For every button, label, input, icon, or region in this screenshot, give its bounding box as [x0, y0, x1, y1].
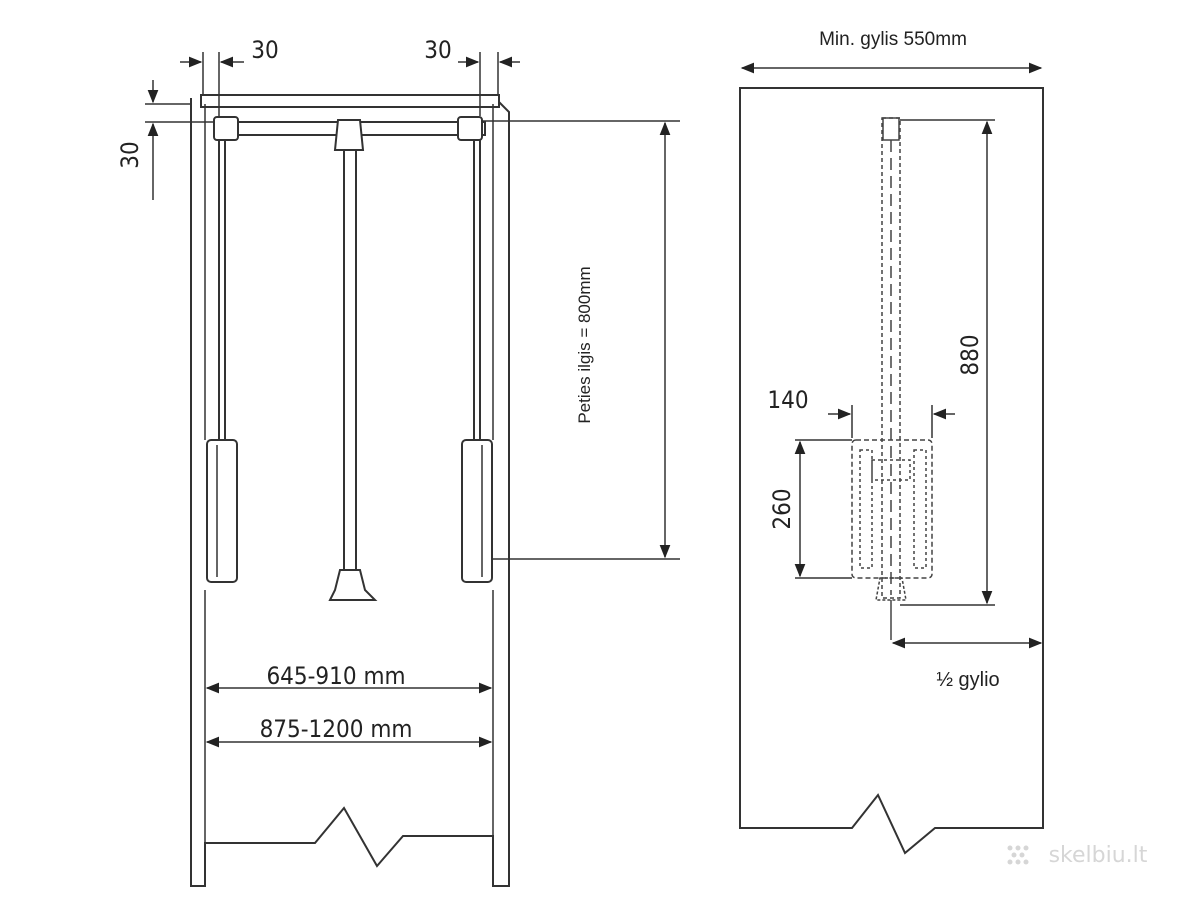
arm-length-label: Peties ilgis = 800mm — [575, 266, 594, 423]
dim-bracket-height: 260 — [768, 488, 796, 529]
min-depth-label: Min. gylis 550mm — [819, 29, 967, 50]
top-dimension-lines — [145, 52, 520, 200]
front-cabinet-outline — [190, 98, 510, 887]
dim-top-left: 30 — [251, 36, 278, 64]
width-range-1: 645-910 mm — [266, 662, 405, 690]
watermark-logo-icon — [1007, 845, 1029, 865]
arm-length-dimension — [482, 120, 680, 560]
watermark: skelbiu.lt — [1007, 843, 1148, 868]
dim-height: 880 — [956, 334, 984, 375]
dim-top-right: 30 — [424, 36, 451, 64]
side-cabinet-outline — [739, 87, 1044, 855]
width-range-2: 875-1200 mm — [260, 715, 413, 743]
dim-side: 30 — [116, 141, 144, 168]
watermark-text: skelbiu.lt — [1049, 843, 1148, 868]
width-dimension-lines — [205, 682, 493, 748]
cabinet-top-plate — [200, 94, 500, 108]
front-view: 30 30 30 Peties ilgis = 800mm 645-910 mm… — [116, 36, 680, 887]
lift-column-side — [851, 117, 933, 640]
dim-bracket-width: 140 — [767, 386, 808, 414]
wardrobe-lift — [206, 116, 493, 601]
half-depth-label: ½ gylio — [936, 669, 999, 691]
side-view: Min. gylis 550mm 880 — [739, 29, 1044, 855]
